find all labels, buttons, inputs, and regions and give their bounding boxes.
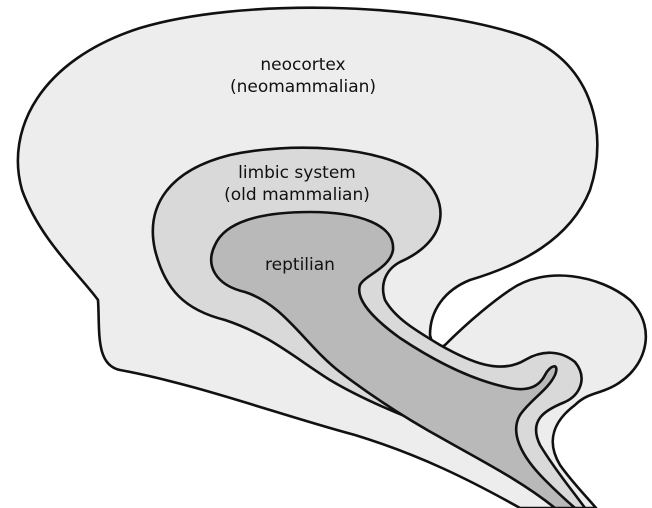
limbic-label: limbic system — [238, 163, 356, 183]
neocortex-sublabel: (neomammalian) — [230, 77, 376, 97]
limbic-sublabel: (old mammalian) — [224, 185, 370, 205]
reptilian-label: reptilian — [265, 255, 335, 275]
neocortex-label: neocortex — [260, 55, 345, 75]
